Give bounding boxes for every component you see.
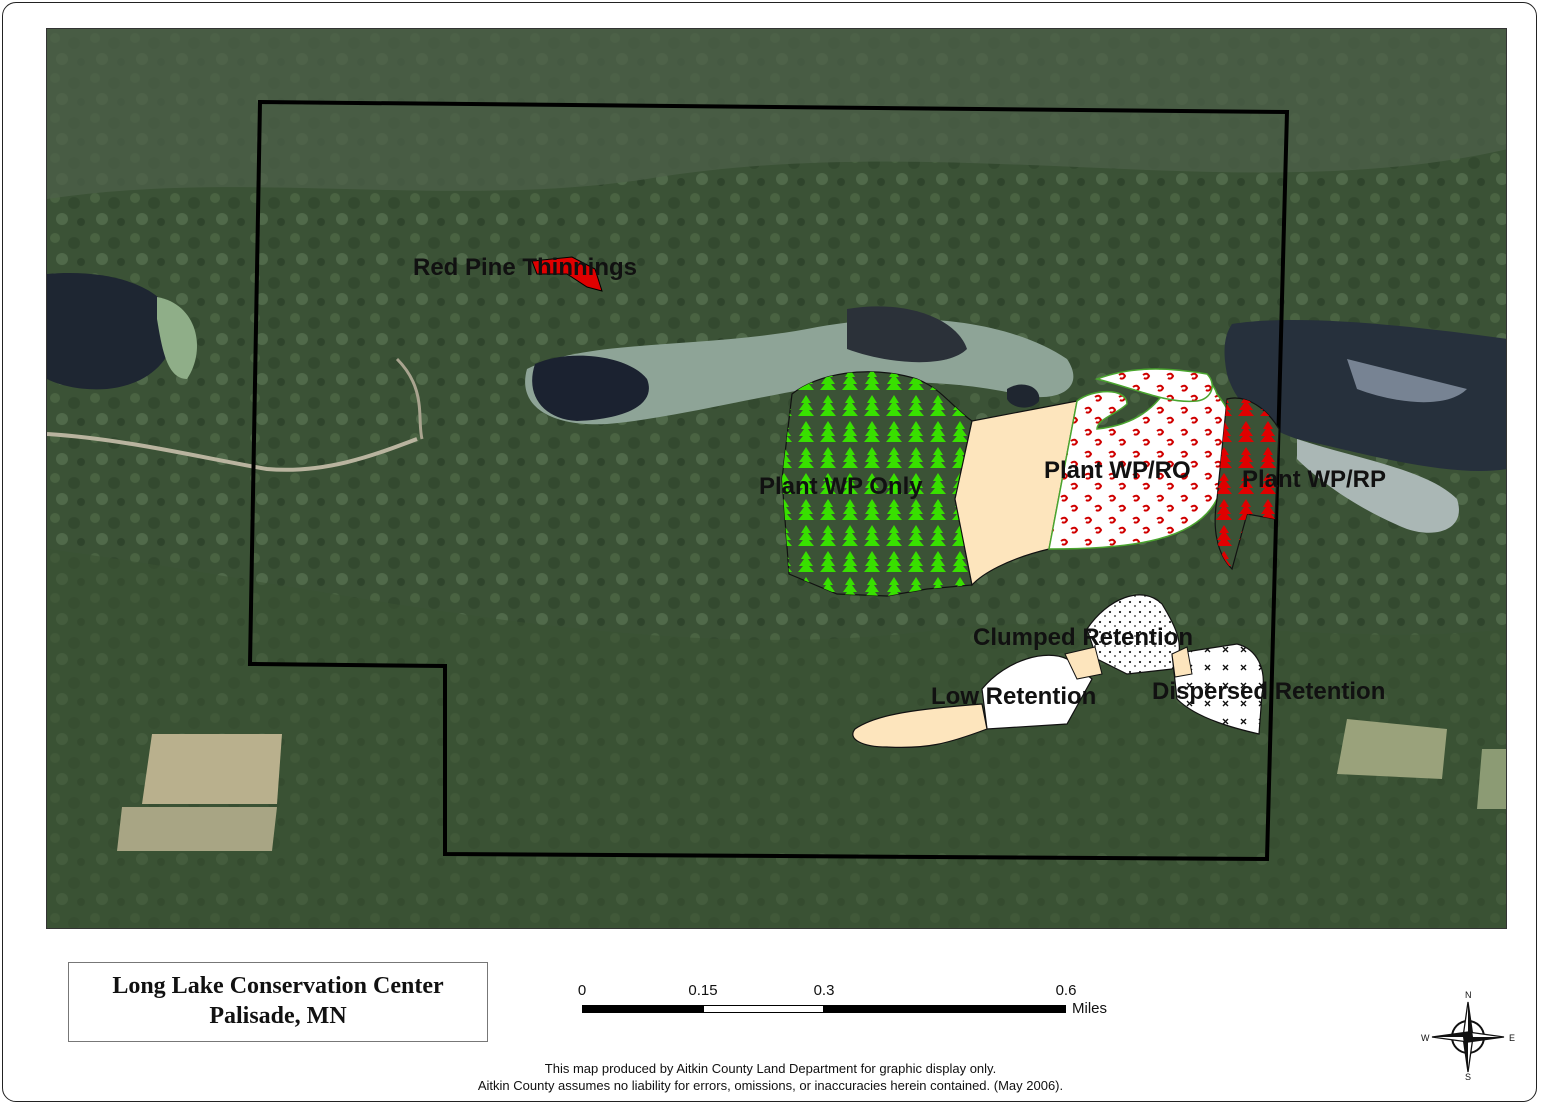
low-retention-stand[interactable]	[981, 654, 1093, 730]
label-plant-wp-ro: Plant WP/RO	[1044, 457, 1191, 484]
wp-only-stand[interactable]	[782, 371, 972, 596]
compass-rose-icon: N S W E	[1421, 990, 1515, 1082]
scale-tick-1: 0.15	[688, 982, 718, 999]
title-box: Long Lake Conservation Center Palisade, …	[68, 962, 488, 1042]
scale-bar: 0 0.15 0.3 0.6 Miles	[560, 980, 1160, 1040]
label-clumped: Clumped Retention	[973, 624, 1193, 651]
aerial-map[interactable]: Red Pine Thinnings Plant WP Only Plant W…	[46, 28, 1507, 929]
lake-reflection	[1347, 359, 1467, 403]
tan-stand-small-2[interactable]	[1171, 646, 1193, 678]
south-label: S	[1465, 1072, 1471, 1082]
scale-segment-2	[703, 1005, 824, 1013]
marsh-pool	[847, 306, 967, 363]
marsh-west	[157, 297, 197, 379]
field-east	[1337, 719, 1447, 779]
label-plant-wp-only: Plant WP Only	[759, 473, 923, 500]
map-subtitle: Palisade, MN	[209, 1003, 347, 1029]
disclaimer: This map produced by Aitkin County Land …	[0, 1060, 1541, 1094]
red-pine-stand[interactable]	[531, 256, 603, 292]
map-title: Long Lake Conservation Center	[112, 973, 444, 999]
west-label: W	[1421, 1033, 1430, 1043]
access-road	[395, 357, 424, 440]
label-dispersed: Dispersed Retention	[1152, 678, 1385, 705]
disclaimer-line-2: Aitkin County assumes no liability for e…	[477, 1078, 1064, 1093]
field-east-edge	[1477, 749, 1506, 809]
scale-tick-3: 0.6	[1055, 982, 1077, 999]
long-lake	[1224, 319, 1506, 472]
scale-segment-1	[582, 1005, 703, 1013]
scale-units: Miles	[1072, 1000, 1108, 1017]
scale-tick-2: 0.3	[813, 982, 835, 999]
wp-rp-stand[interactable]	[1215, 398, 1279, 569]
label-low: Low Retention	[931, 683, 1096, 710]
lake-west	[47, 273, 175, 390]
scale-segment-3	[824, 1005, 1066, 1013]
county-road	[47, 432, 418, 472]
wp-ro-stand-north[interactable]	[1094, 368, 1213, 403]
north-label: N	[1465, 990, 1472, 1000]
tan-stand-small[interactable]	[1064, 646, 1103, 680]
tan-stand-south[interactable]	[852, 703, 988, 748]
pond	[1007, 384, 1040, 408]
label-plant-wp-rp: Plant WP/RP	[1242, 466, 1386, 493]
east-label: E	[1509, 1033, 1515, 1043]
project-boundary	[247, 99, 1290, 862]
north-arrow: N S W E	[1418, 988, 1518, 1084]
field-southwest-2	[117, 807, 277, 851]
field-southwest	[142, 734, 282, 804]
marsh-east	[1297, 439, 1459, 533]
scale-tick-0: 0	[577, 982, 587, 999]
disclaimer-line-1: This map produced by Aitkin County Land …	[544, 1061, 997, 1076]
lake-central	[532, 355, 649, 421]
map-canvas: Red Pine Thinnings Plant WP Only Plant W…	[47, 29, 1506, 928]
dispersed-retention-stand[interactable]	[1171, 643, 1264, 735]
northern-lowland	[47, 29, 1506, 199]
label-red-pine: Red Pine Thinnings	[413, 254, 637, 281]
